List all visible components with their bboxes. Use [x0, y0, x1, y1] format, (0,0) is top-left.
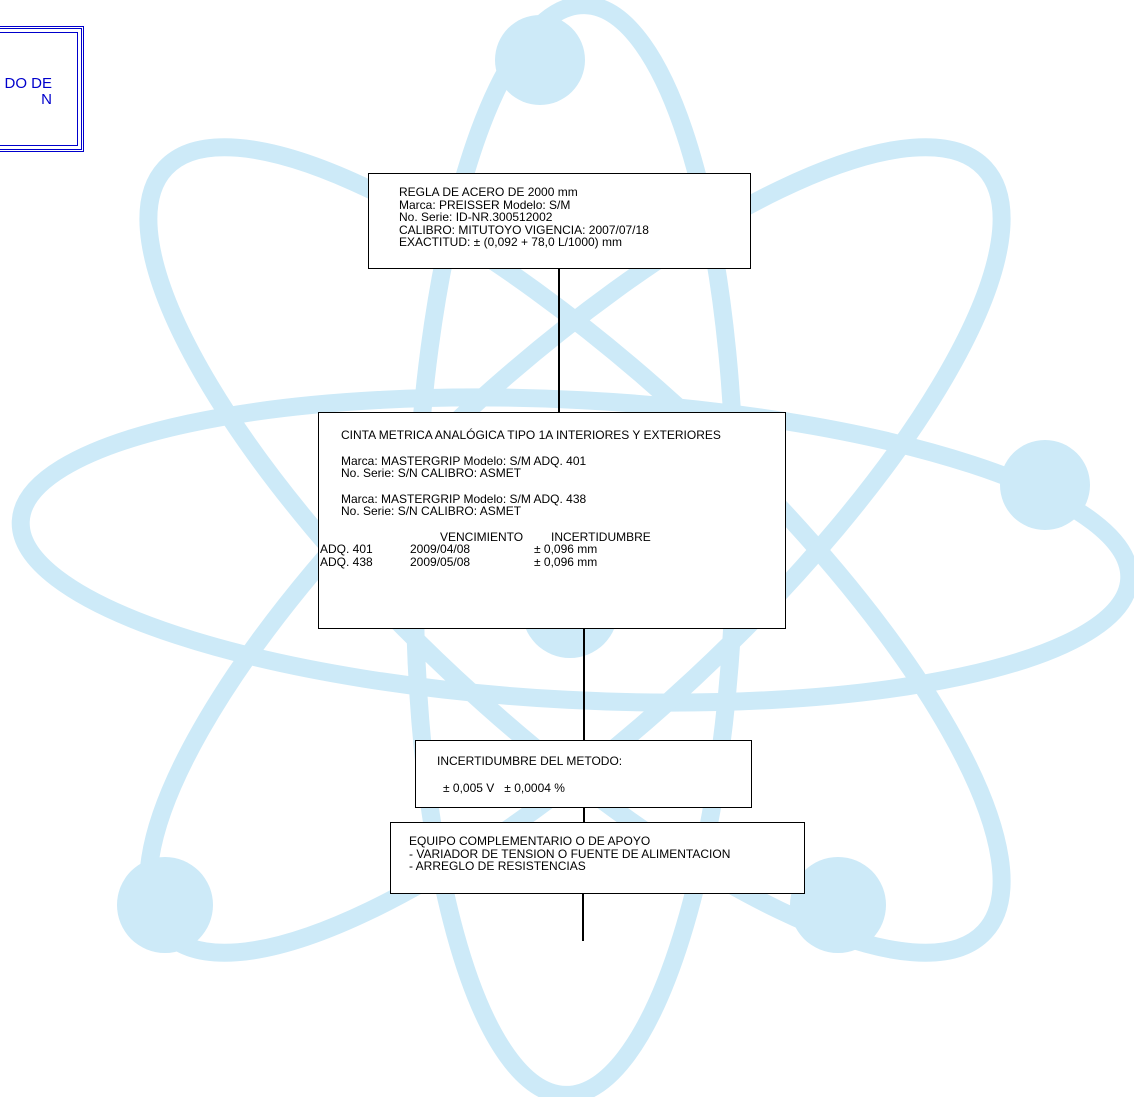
- table-row: ADQ. 401 2009/04/08 ± 0,096 mm: [320, 543, 785, 556]
- cinta-group1-line1: Marca: MASTERGRIP Modelo: S/M ADQ. 401: [341, 453, 587, 468]
- cinta-heading: CINTA METRICA ANALÓGICA TIPO 1A INTERIOR…: [341, 428, 721, 442]
- electron-bottom-left: [117, 857, 213, 953]
- equipo-line: - VARIADOR DE TENSION O FUENTE DE ALIMEN…: [409, 846, 731, 861]
- orbit-horizontal: [11, 388, 1134, 712]
- row-incertidumbre: ± 0,096 mm: [534, 542, 598, 556]
- row-vencimiento: 2009/05/08: [410, 554, 471, 569]
- regla-line: No. Serie: ID-NR.300512002: [399, 210, 553, 224]
- title-fragment: DO DE N: [4, 75, 52, 108]
- connector-regla-cinta: [558, 268, 560, 413]
- equipo-line: EQUIPO COMPLEMENTARIO O DE APOYO: [409, 834, 651, 848]
- cinta-table: VENCIMIENTO INCERTIDUMBRE: [319, 529, 785, 544]
- row-incertidumbre: ± 0,096 mm: [534, 554, 598, 569]
- row-vencimiento: 2009/04/08: [410, 542, 471, 556]
- electron-bottom-right: [790, 857, 886, 953]
- equipo-complementario-box: EQUIPO COMPLEMENTARIO O DE APOYO - VARIA…: [390, 822, 805, 894]
- title-frame: [0, 26, 84, 152]
- incertidumbre-values: ± 0,005 V ± 0,0004 %: [443, 780, 565, 795]
- row-adq: ADQ. 438: [320, 554, 373, 569]
- cinta-group2-line1: Marca: MASTERGRIP Modelo: S/M ADQ. 438: [341, 491, 587, 506]
- electron-top: [495, 15, 585, 105]
- row-adq: ADQ. 401: [320, 542, 373, 556]
- col-vencimiento: VENCIMIENTO: [440, 529, 524, 544]
- equipo-line: - ARREGLO DE RESISTENCIAS: [409, 859, 586, 873]
- cinta-group1-line2: No. Serie: S/N CALIBRO: ASMET: [341, 466, 522, 480]
- electron-right: [1000, 440, 1090, 530]
- connector-equipo-incertidumbre: [582, 893, 584, 941]
- table-row: ADQ. 438 2009/05/08 ± 0,096 mm: [320, 554, 785, 569]
- regla-line: EXACTITUD: ± (0,092 + 78,0 L/1000) mm: [399, 235, 623, 249]
- connector-cinta-equipo: [583, 628, 585, 823]
- cinta-metrica-box: CINTA METRICA ANALÓGICA TIPO 1A INTERIOR…: [318, 412, 786, 629]
- regla-line: Marca: PREISSER Modelo: S/M: [399, 197, 571, 212]
- regla-line: REGLA DE ACERO DE 2000 mm: [399, 185, 578, 199]
- regla-line: CALIBRO: MITUTOYO VIGENCIA: 2007/07/18: [399, 222, 649, 237]
- regla-acero-box: REGLA DE ACERO DE 2000 mm Marca: PREISSE…: [368, 173, 751, 269]
- col-incertidumbre: INCERTIDUMBRE: [551, 529, 651, 544]
- incertidumbre-metodo-box: INCERTIDUMBRE DEL METODO: ± 0,005 V ± 0,…: [415, 740, 752, 808]
- cinta-group2-line2: No. Serie: S/N CALIBRO: ASMET: [341, 504, 522, 518]
- incertidumbre-title: INCERTIDUMBRE DEL METODO:: [437, 754, 623, 768]
